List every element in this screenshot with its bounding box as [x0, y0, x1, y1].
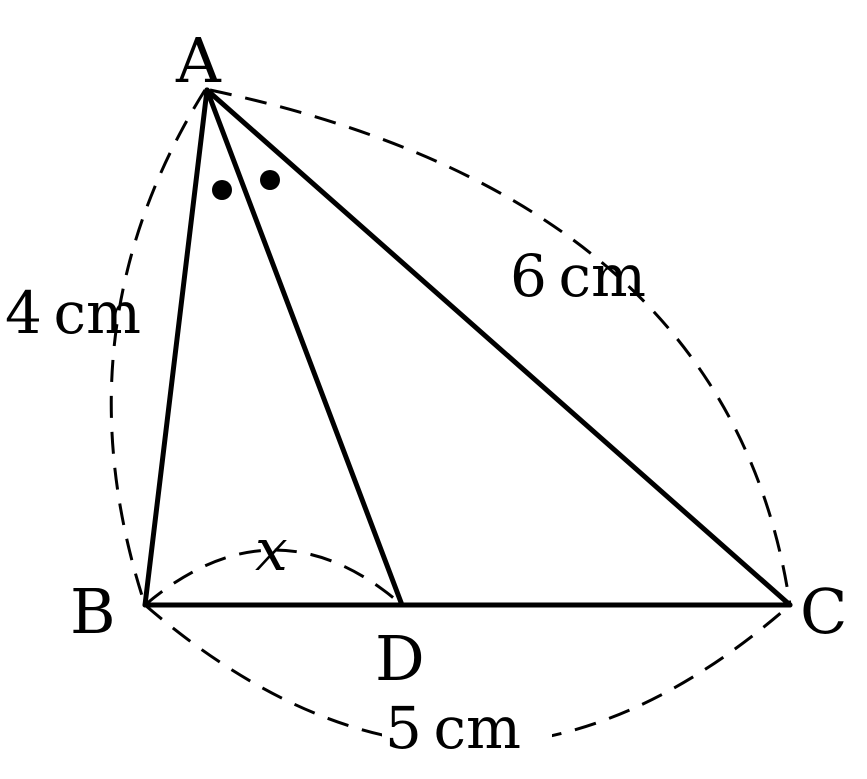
length-label-ab: 4 cm [5, 279, 141, 347]
edge-ad [204, 87, 405, 608]
edge-ac [204, 87, 793, 608]
vertex-label-b: B [70, 575, 116, 648]
angle-mark-dac [260, 170, 280, 190]
vertex-label-d: D [375, 622, 425, 695]
vertex-label-c: C [800, 575, 847, 648]
vertex-label-a: A [175, 24, 222, 97]
angle-mark-bad [212, 180, 232, 200]
length-label-bd: x [255, 516, 288, 584]
label-bg-bc [382, 688, 552, 750]
arc-ab [109, 89, 207, 606]
arc-ac [209, 88, 792, 606]
edge-ab [142, 87, 210, 608]
arc-bd [144, 548, 403, 607]
length-label-ac: 6 cm [510, 242, 646, 310]
length-label-bc: 5 cm [385, 694, 521, 762]
